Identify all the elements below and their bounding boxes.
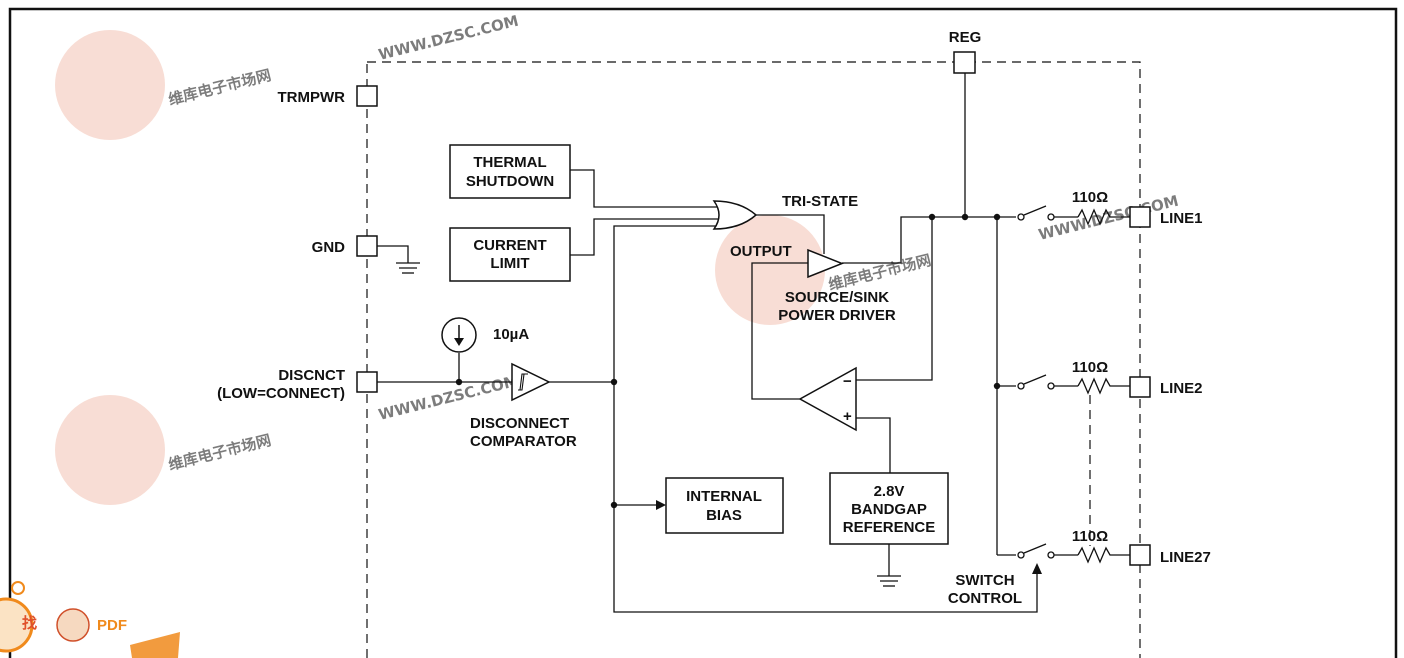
pin-label-line27: LINE27 xyxy=(1160,549,1211,566)
watermark-logo-icon xyxy=(55,30,165,140)
comparator-label-line1: DISCONNECT xyxy=(470,415,569,432)
wires-control xyxy=(549,381,1038,613)
or-gate-icon xyxy=(712,200,758,230)
current-limit-block: CURRENT LIMIT xyxy=(449,227,571,282)
pdf-icon xyxy=(56,608,90,642)
internal-bias-block: INTERNAL BIAS xyxy=(665,477,784,534)
driver-label-line2: POWER DRIVER xyxy=(778,307,896,324)
watermark-text-cn: 维库电子市场网 xyxy=(167,431,273,474)
figure-border xyxy=(8,7,1398,658)
thermal-label-line2: SHUTDOWN xyxy=(466,173,554,190)
pin-gnd: GND xyxy=(312,235,378,257)
current-label-line2: LIMIT xyxy=(490,255,529,272)
current-source-icon xyxy=(441,317,477,353)
label-tristate: TRI-STATE xyxy=(782,193,858,210)
bandgap-label-line3: REFERENCE xyxy=(843,519,936,536)
pin-note-discnct: (LOW=CONNECT) xyxy=(217,385,345,402)
line1-switch-icon xyxy=(1017,205,1078,221)
driver-label-line1: SOURCE/SINK xyxy=(785,289,889,306)
bandgap-block: 2.8V BANDGAP REFERENCE xyxy=(829,472,949,545)
pdf-badge: 找 PDF xyxy=(0,581,180,658)
wire-or-to-driver xyxy=(756,214,825,254)
pin-line1: LINE1 xyxy=(1129,206,1203,228)
pin-label-discnct: DISCNCT xyxy=(278,367,345,384)
label-output: OUTPUT xyxy=(730,243,792,260)
bias-label-line2: BIAS xyxy=(706,507,742,524)
wires-or-inputs xyxy=(570,169,721,382)
line27-resistor-icon xyxy=(1077,546,1130,564)
error-amplifier-icon xyxy=(798,366,857,432)
comparator-icon xyxy=(511,362,551,402)
bias-label-line1: INTERNAL xyxy=(686,488,762,505)
amp-plus-sign: + xyxy=(843,408,852,425)
watermark-text-url: WWW.DZSC.COM xyxy=(1037,192,1181,244)
pin-reg: REG xyxy=(949,29,982,74)
label-current-source: 10µA xyxy=(493,326,529,343)
line2-resistor-label: 110Ω xyxy=(1072,359,1108,376)
watermark-logo-icon xyxy=(55,395,165,505)
pin-label-reg: REG xyxy=(949,29,982,46)
amp-minus-sign: − xyxy=(843,373,852,390)
comparator-label-line2: COMPARATOR xyxy=(470,433,577,450)
pin-line27: LINE27 xyxy=(1129,544,1211,566)
line2-resistor-icon xyxy=(1077,377,1130,395)
thermal-label-line1: THERMAL xyxy=(473,154,546,171)
pin-label-line1: LINE1 xyxy=(1160,210,1203,227)
arrow-to-bias-icon xyxy=(656,500,666,510)
bandgap-label-line2: BANDGAP xyxy=(851,501,927,518)
pin-discnct: DISCNCT (LOW=CONNECT) xyxy=(217,367,378,402)
line1-resistor-icon xyxy=(1077,208,1130,226)
switch-control-label-line2: CONTROL xyxy=(948,590,1022,607)
line2-switch-icon xyxy=(1017,374,1078,390)
pin-line2: LINE2 xyxy=(1129,376,1203,398)
badge-text: PDF xyxy=(97,617,127,634)
watermark: 维库电子市场网 WWW.DZSC.COM 维库电子市场网 WWW.DZSC.CO… xyxy=(55,12,1180,505)
pin-label-trmpwr: TRMPWR xyxy=(278,89,346,106)
line27-switch-icon xyxy=(1017,543,1078,559)
badge-logo-icon xyxy=(0,597,34,653)
watermark-text-cn: 维库电子市场网 xyxy=(167,66,273,109)
pin-trmpwr: TRMPWR xyxy=(278,85,378,107)
watermark-text-url: WWW.DZSC.COM xyxy=(377,12,521,64)
badge-prefix: 找 xyxy=(22,614,37,632)
thermal-shutdown-block: THERMAL SHUTDOWN xyxy=(449,144,571,199)
switch-control-label-line1: SWITCH xyxy=(955,572,1014,589)
watermark-logo-icon xyxy=(715,215,825,325)
ground-icon xyxy=(377,245,420,274)
arrow-switch-control-icon xyxy=(1032,563,1042,574)
ground-icon xyxy=(877,544,901,587)
bandgap-label-line1: 2.8V xyxy=(874,483,905,500)
line1-resistor-label: 110Ω xyxy=(1072,189,1108,206)
wire-ref-to-amp xyxy=(856,417,891,473)
pin-label-gnd: GND xyxy=(312,239,346,256)
watermark-text-cn: 维库电子市场网 xyxy=(827,251,933,294)
current-label-line1: CURRENT xyxy=(473,237,546,254)
pin-label-line2: LINE2 xyxy=(1160,380,1203,397)
